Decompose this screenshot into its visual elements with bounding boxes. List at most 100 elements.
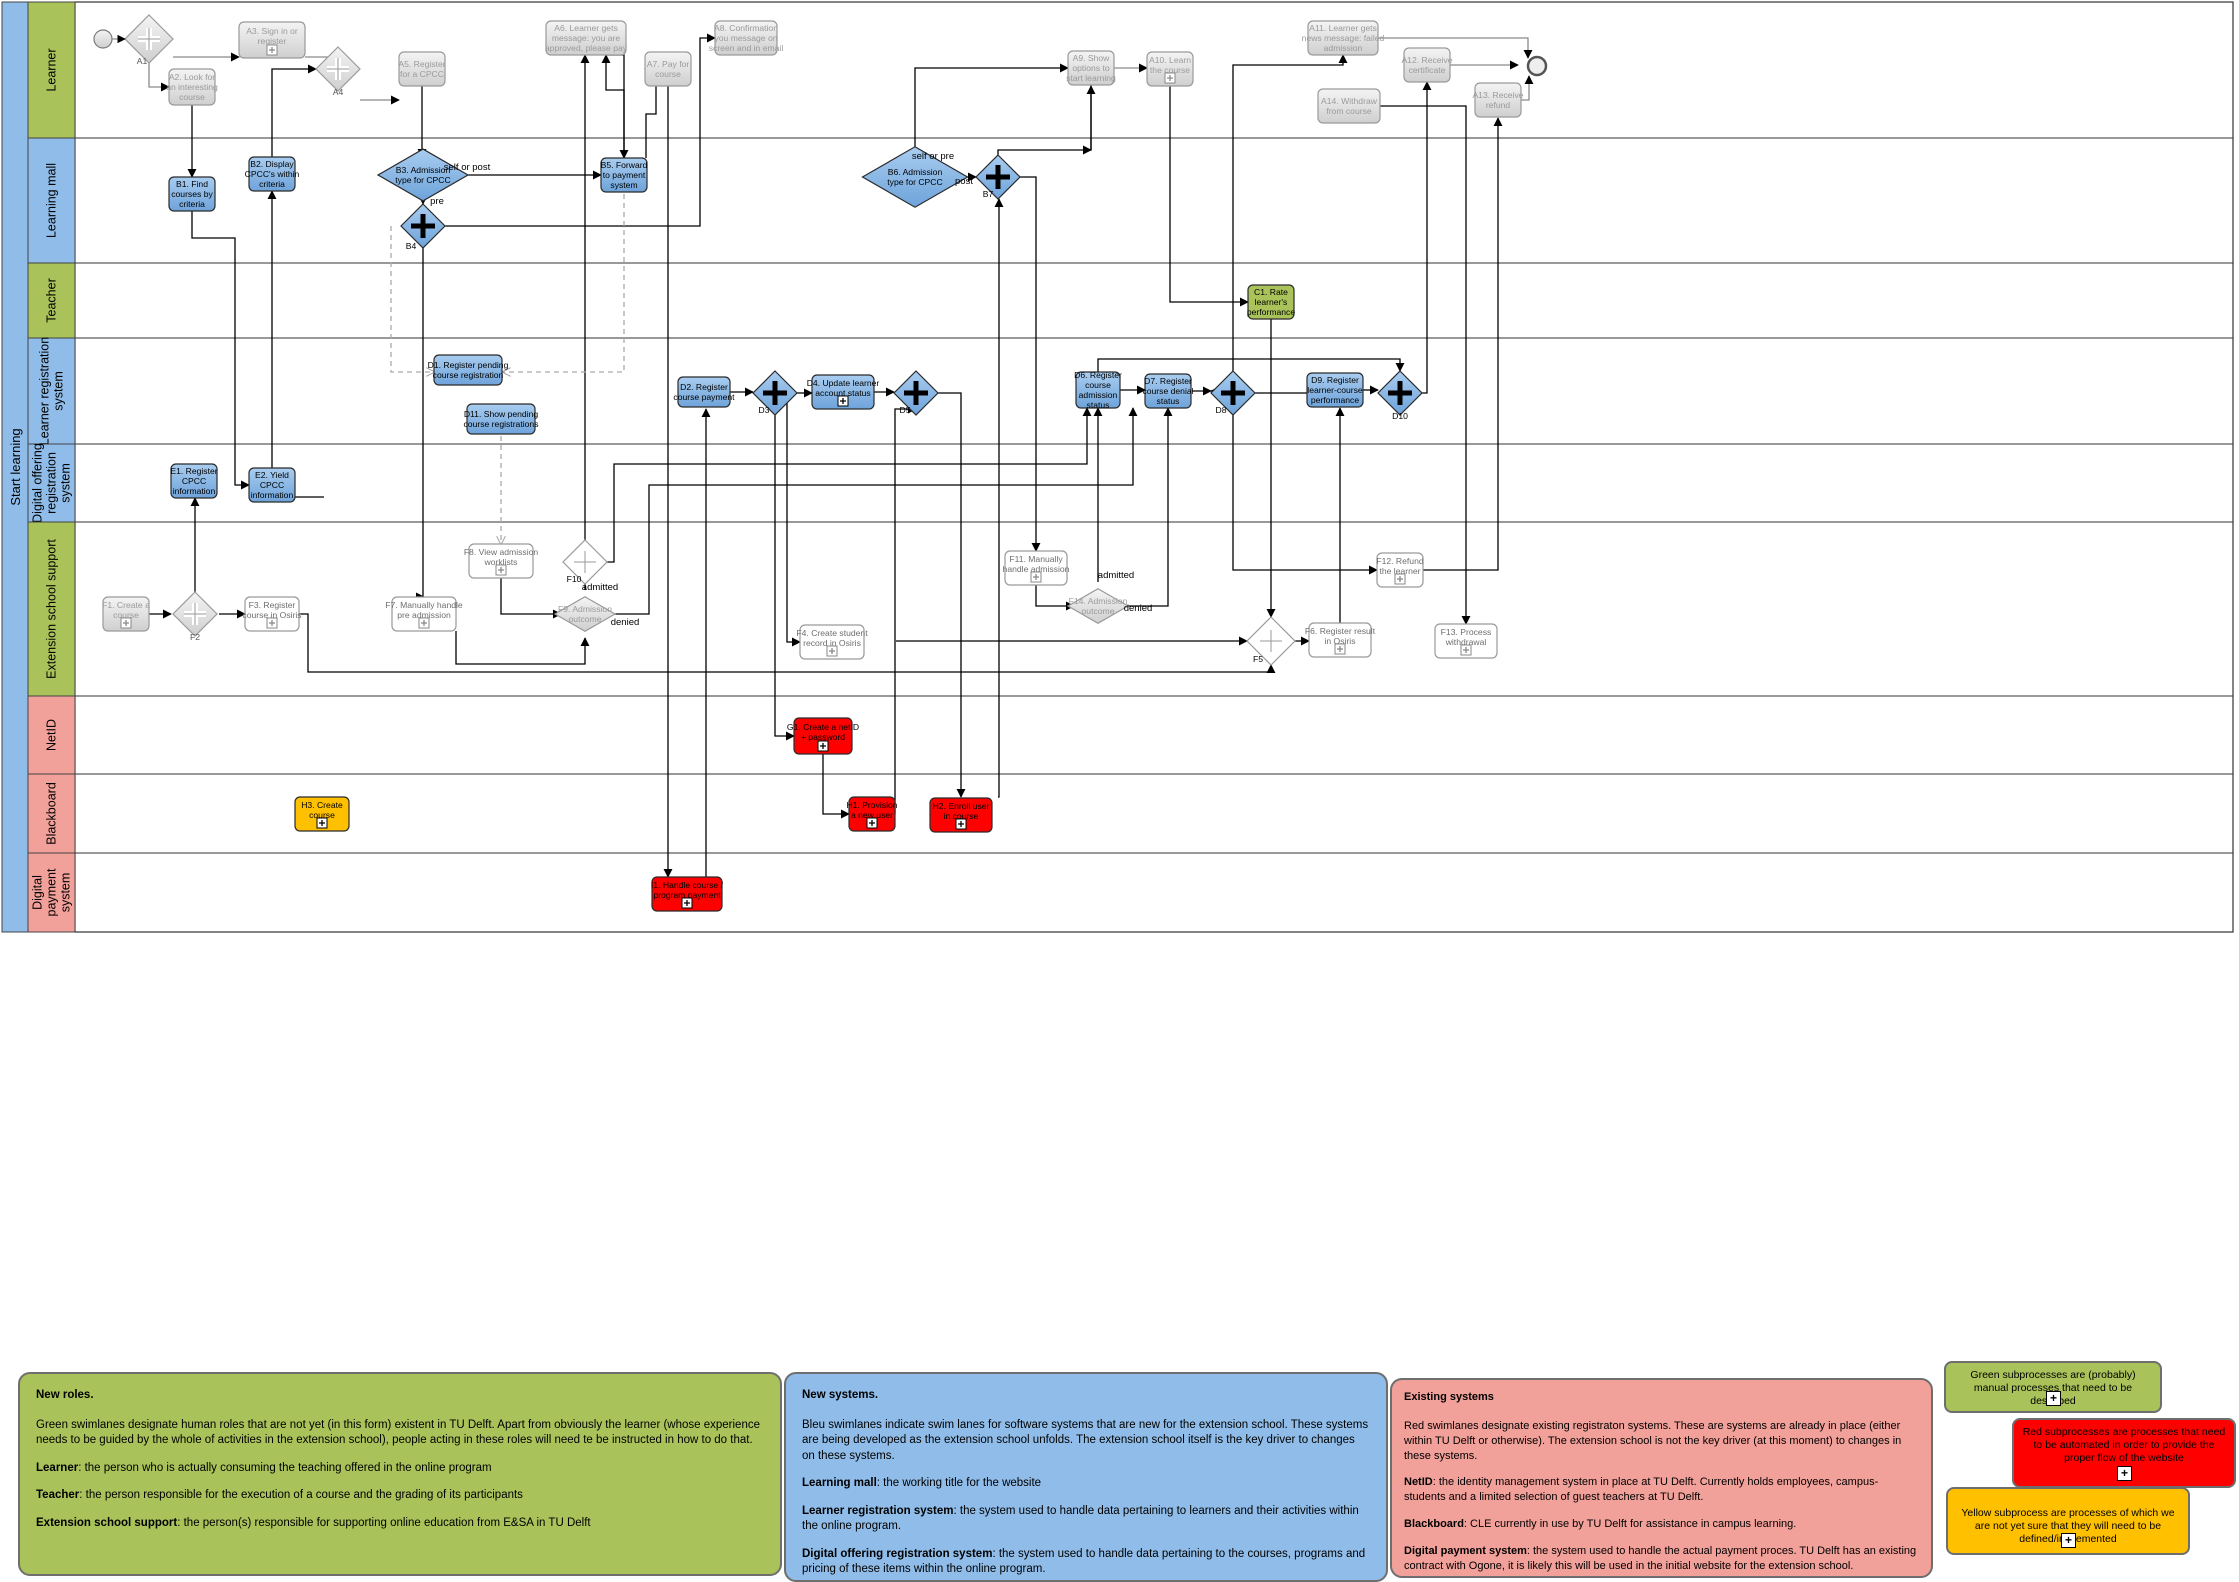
task-label: I1. Handle course /program payment (651, 880, 724, 900)
flow (607, 407, 1092, 563)
task-i1[interactable]: I1. Handle course /program payment (651, 876, 724, 912)
flow (894, 404, 917, 814)
gateway-a1[interactable]: A1 (124, 14, 174, 66)
flow (1122, 407, 1173, 607)
gateway-b4[interactable]: B4 (400, 203, 446, 251)
task-g1[interactable]: G1. Create a netID+ password (787, 717, 859, 755)
edge-label-admitted-1: admitted (582, 582, 618, 593)
gateway-f10[interactable]: F10 (562, 539, 608, 585)
flow (1423, 117, 1503, 571)
gateway-d10[interactable]: D10 (1377, 370, 1423, 421)
gateway-b7[interactable]: B7 (975, 154, 1021, 200)
parallel-icon (904, 381, 928, 405)
legend-item: Digital payment system: the system used … (1404, 1544, 1917, 1572)
lane-mall: Learning mall (27, 137, 2233, 264)
lane-label: Digital offeringregistrationsystem (31, 443, 73, 523)
edge-label-denied-1: denied (611, 617, 640, 628)
parallel-icon (1221, 381, 1245, 405)
flow (271, 64, 317, 157)
gateway-id-label: D8 (1216, 405, 1227, 415)
flow (415, 248, 425, 602)
legend-new-roles-heading: New roles. (36, 1389, 94, 1401)
lane-label: Learner (45, 48, 59, 91)
gateway-id-label: F2 (190, 632, 200, 642)
legend-item: Extension school support: the person(s) … (36, 1516, 591, 1529)
pool-label: Start learning (8, 428, 23, 505)
gateway-f5[interactable]: F5 (1246, 616, 1296, 666)
flow (1380, 105, 1471, 625)
flow (1366, 37, 1533, 59)
gateway-d5[interactable]: D5 (893, 370, 939, 416)
gateway-d8[interactable]: D8 (1210, 370, 1256, 416)
gateway-id-label: B7 (983, 189, 994, 199)
lane-bb: Blackboard (27, 773, 2233, 854)
note-red-subprocesses: Red subprocesses are processes that need… (2012, 1418, 2236, 1488)
gateway-id-label: A4 (333, 87, 344, 97)
legend-item: Learner: the person who is actually cons… (36, 1461, 492, 1474)
flow (500, 578, 562, 619)
subprocess-marker-icon (837, 395, 849, 407)
parallel-icon (763, 381, 787, 405)
legend-item: Blackboard: CLE currently in use by TU D… (1404, 1518, 1797, 1531)
gateway-d3[interactable]: D3 (752, 370, 798, 416)
legend-item: NetID: the identity management system in… (1404, 1476, 1879, 1504)
legend-item: Teacher: the person responsible for the … (36, 1489, 523, 1502)
gateway-a4[interactable]: A4 (315, 46, 361, 97)
gateway-f2[interactable]: F2 (172, 591, 218, 642)
gateway-id-label: F5 (1253, 654, 1263, 664)
